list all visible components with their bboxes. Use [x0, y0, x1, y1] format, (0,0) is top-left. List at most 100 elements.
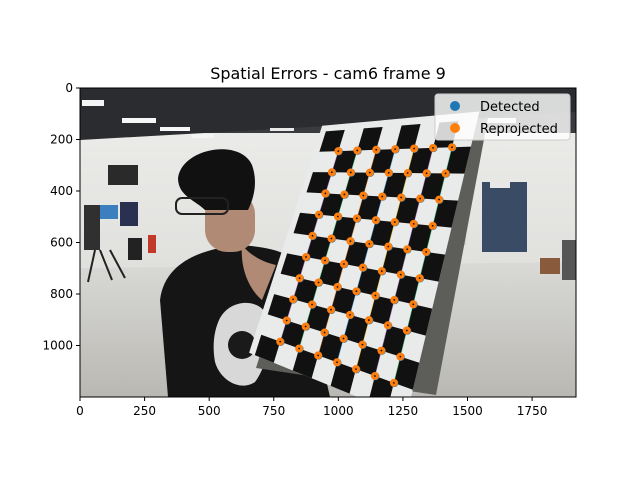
point-center [375, 148, 378, 151]
point-center [387, 171, 390, 174]
point-center [405, 329, 408, 332]
board-square [407, 147, 434, 174]
error-line [394, 197, 402, 223]
y-tick-label: 800 [50, 287, 73, 301]
x-tick-label: 1000 [323, 404, 354, 418]
point-center [381, 195, 384, 198]
error-line [394, 274, 402, 301]
board-square [330, 362, 356, 394]
error-line [419, 251, 427, 279]
x-tick-label: 1250 [388, 404, 419, 418]
board-square [356, 195, 383, 221]
point-center [337, 215, 339, 218]
point-center [399, 355, 402, 358]
point-center [380, 270, 383, 272]
board-square [407, 223, 433, 252]
point-center [342, 337, 345, 340]
board-square [368, 295, 395, 326]
error-line [375, 270, 383, 296]
x-tick-label: 0 [76, 404, 84, 418]
point-center [349, 171, 352, 174]
error-line [413, 198, 421, 224]
board-square [369, 375, 394, 397]
error-line [381, 246, 389, 272]
point-center [406, 172, 409, 174]
point-center [361, 266, 364, 269]
point-center [330, 171, 333, 174]
point-center [432, 146, 434, 149]
point-center [330, 308, 332, 311]
board-square [393, 356, 420, 390]
board-square [305, 304, 332, 333]
board-square [331, 286, 357, 315]
error-line [406, 304, 414, 331]
board-square [381, 325, 407, 357]
point-center [355, 290, 358, 293]
point-center [298, 277, 301, 280]
error-line [412, 278, 420, 305]
legend-marker-detected [450, 101, 460, 111]
board-square [356, 267, 382, 296]
point-center [298, 347, 301, 350]
error-line [432, 199, 440, 226]
point-center [418, 277, 421, 280]
board-square [395, 124, 421, 150]
point-center [355, 217, 358, 220]
board-square [369, 220, 395, 247]
point-center [305, 256, 307, 258]
board-square [343, 241, 370, 268]
point-center [399, 273, 402, 276]
point-center [304, 325, 307, 328]
point-center [393, 299, 396, 301]
point-center [311, 303, 313, 306]
point-center [343, 263, 345, 265]
point-center [394, 148, 397, 151]
point-center [368, 319, 370, 321]
error-line [406, 223, 414, 250]
point-center [343, 193, 346, 196]
point-center [324, 259, 326, 262]
error-line [362, 320, 370, 345]
y-tick-label: 0 [65, 81, 73, 95]
error-line [425, 225, 433, 253]
board-square [357, 126, 383, 151]
point-center [362, 194, 365, 197]
board-square [267, 294, 294, 321]
point-center [355, 368, 357, 371]
board-square [306, 172, 332, 194]
point-center [330, 237, 333, 240]
point-center [386, 324, 389, 327]
point-center [318, 213, 320, 216]
point-center [451, 146, 453, 149]
board-square [318, 332, 344, 363]
board-square [292, 348, 319, 379]
error-line [438, 173, 446, 200]
board-square [293, 278, 319, 305]
point-center [311, 234, 314, 237]
error-line [368, 295, 376, 321]
board-square [280, 253, 307, 279]
board-square [331, 216, 357, 242]
point-center [336, 285, 339, 288]
board-square [306, 235, 332, 261]
board-square [343, 314, 369, 345]
error-line [400, 249, 408, 275]
point-center [285, 319, 288, 322]
point-center [349, 240, 352, 243]
point-center [368, 171, 371, 174]
point-center [380, 349, 383, 352]
point-center [374, 294, 377, 297]
board-square [445, 146, 471, 174]
y-tick-label: 200 [50, 133, 73, 147]
error-line [419, 173, 427, 199]
x-tick-label: 500 [198, 404, 221, 418]
error-line [355, 344, 363, 370]
board-square [394, 274, 420, 305]
legend-label-reprojected: Reprojected [480, 122, 558, 137]
point-center [356, 149, 359, 152]
board-square [369, 149, 396, 173]
y-tick-label: 400 [50, 184, 73, 198]
